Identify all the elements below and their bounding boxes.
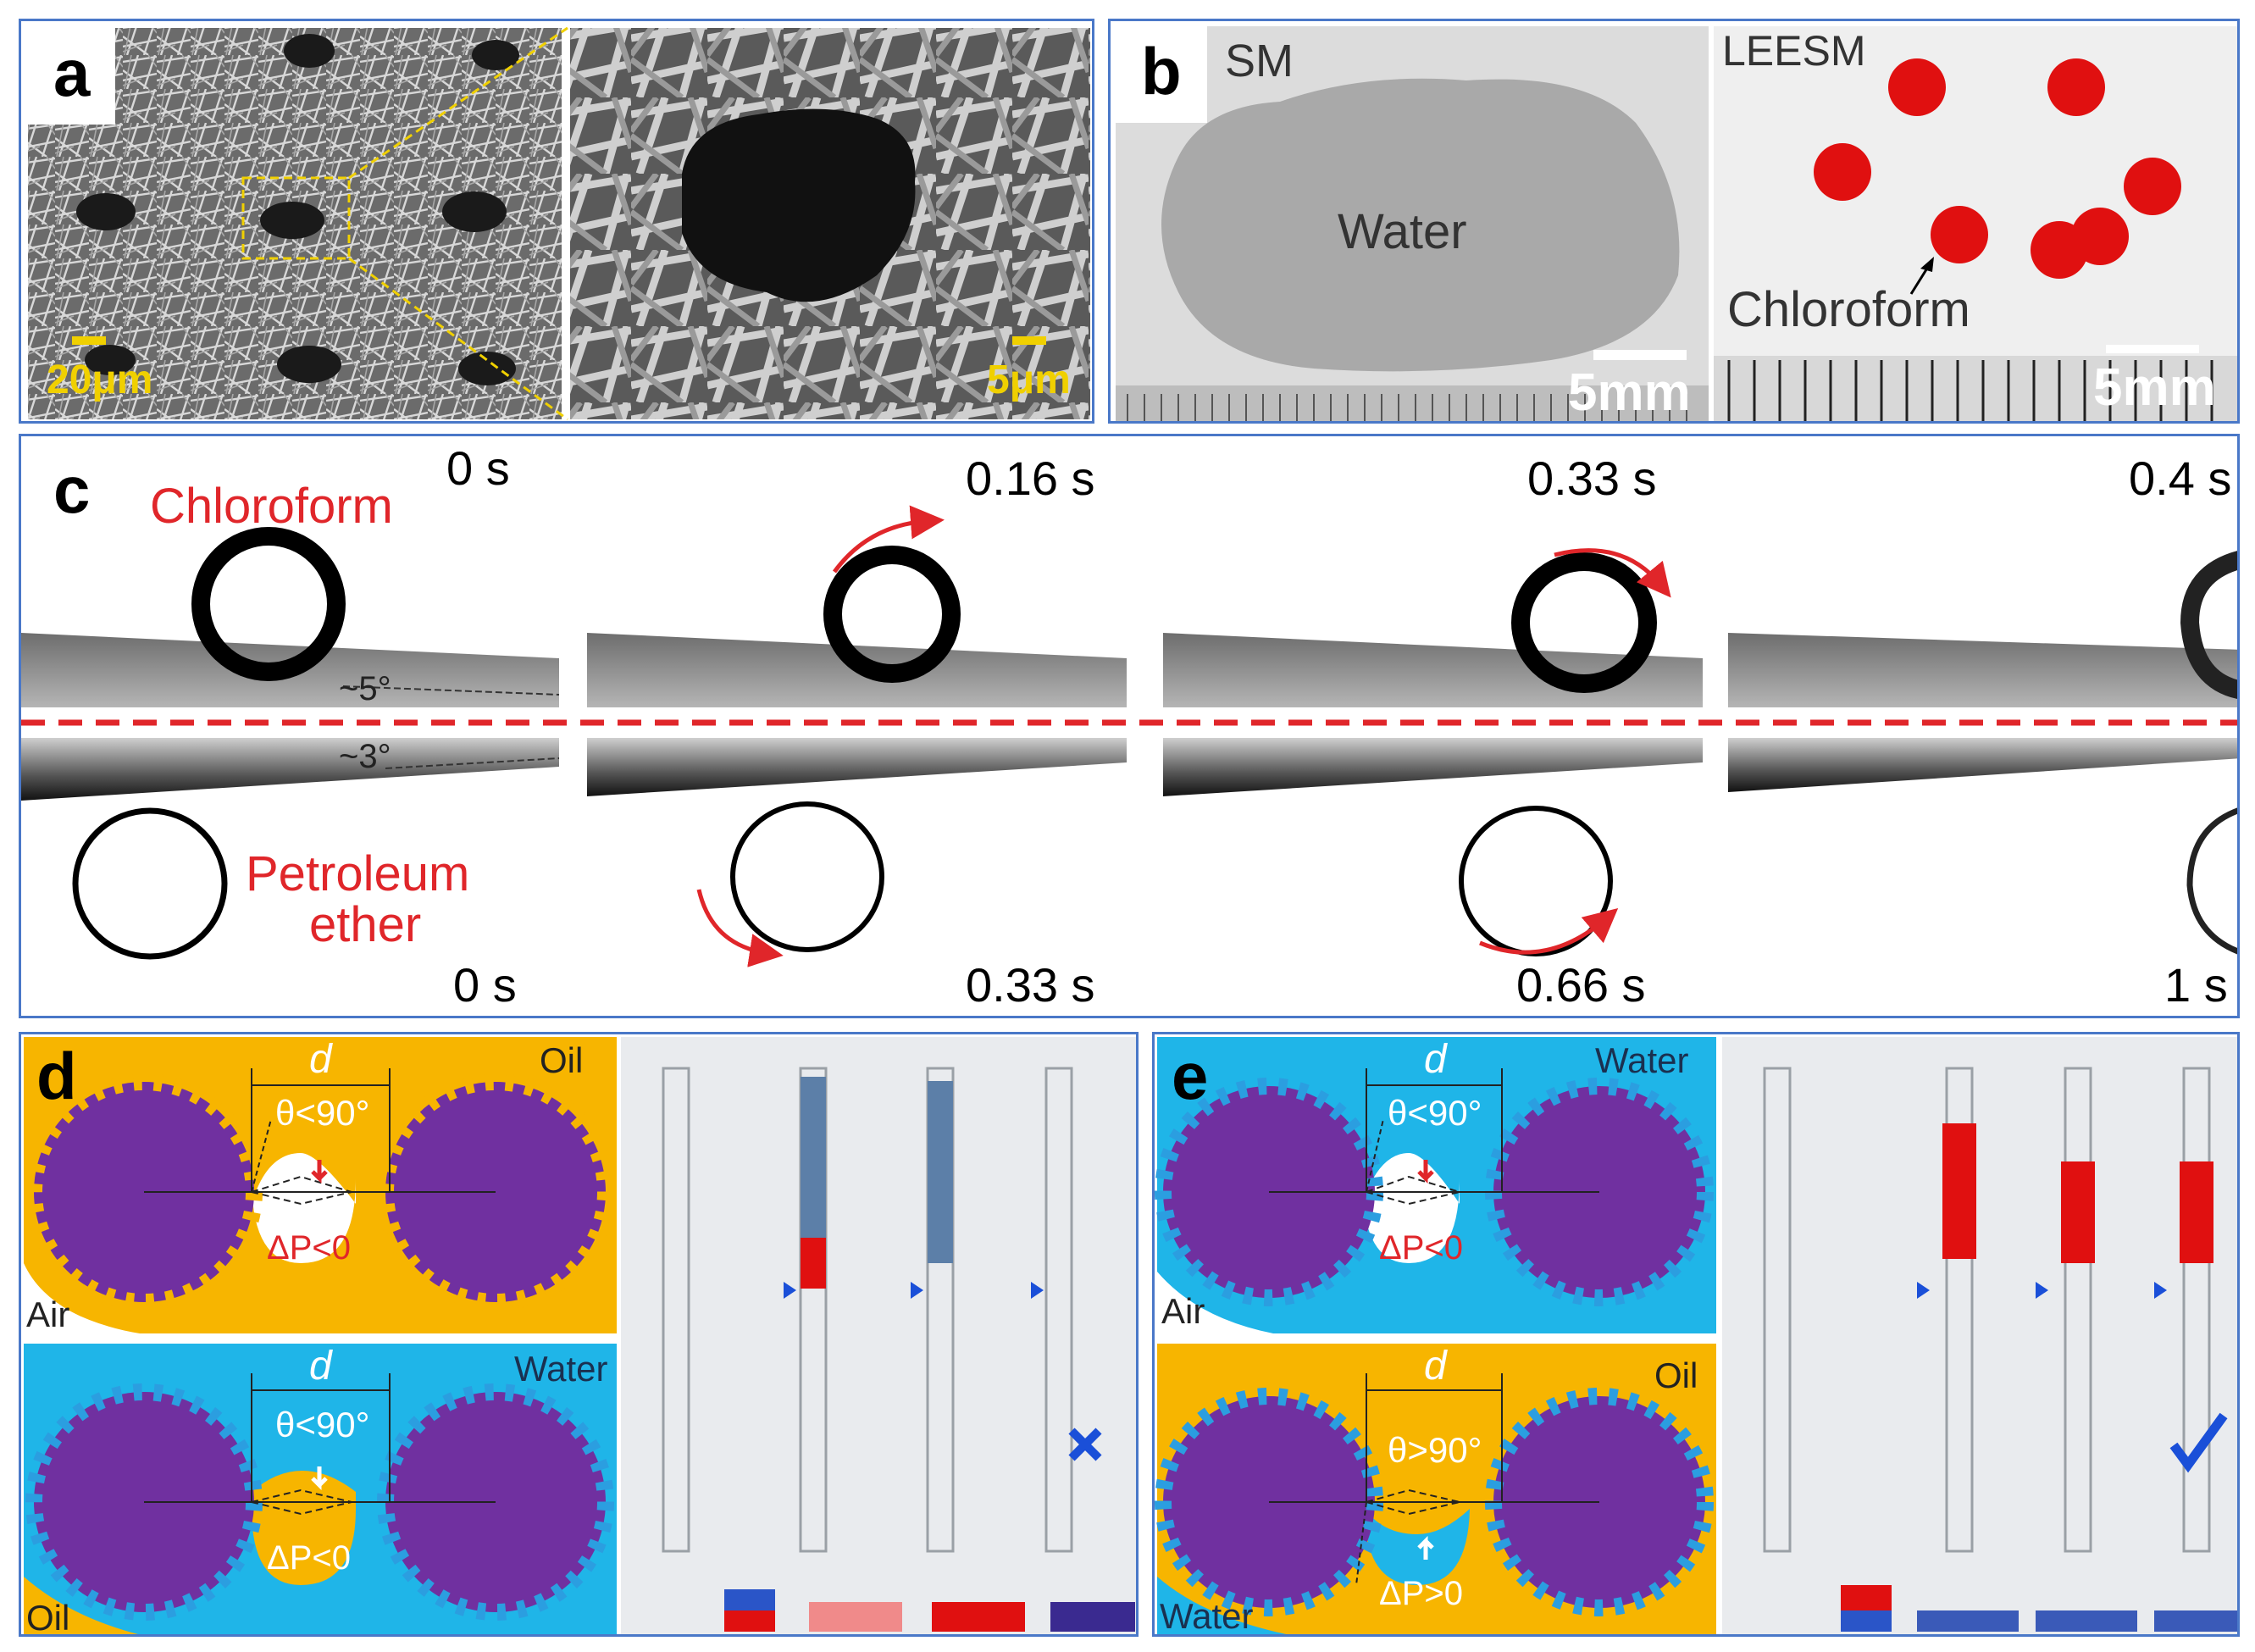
- e-top-medium: Water: [1595, 1040, 1689, 1080]
- droplet-sequence: [21, 505, 2237, 967]
- time-bottom-4: 1 s: [2164, 958, 2228, 1012]
- chloroform-label-c: Chloroform: [150, 479, 393, 534]
- d-top-d: d: [309, 1037, 332, 1082]
- d-top-dp: ΔP<0: [267, 1229, 352, 1267]
- e-bottom-theta: θ>90°: [1388, 1430, 1482, 1470]
- leesm-title: LEESM: [1722, 27, 1866, 75]
- chloroform-droplets: [1814, 58, 2181, 279]
- time-top-1: 0 s: [446, 441, 510, 495]
- chloroform-label-b: Chloroform: [1727, 282, 1970, 337]
- frame-1: [21, 527, 560, 960]
- panel-c: c Chloroform Petroleum ether ~5° ~3° 0 s…: [19, 434, 2240, 1018]
- panel-b-label: b: [1116, 26, 1207, 123]
- panel-e-schematics: [1155, 1037, 2237, 1634]
- d-bottom-corner: Oil: [26, 1598, 70, 1637]
- tube-photos-d: [621, 1037, 1136, 1634]
- e-top-corner: Air: [1161, 1291, 1205, 1331]
- sem-images: [28, 26, 1090, 421]
- e-top-dp: ΔP<0: [1379, 1229, 1464, 1267]
- e-bottom-corner: Water: [1160, 1596, 1254, 1636]
- ether-label: ether: [309, 897, 422, 952]
- e-bottom-d: d: [1424, 1344, 1447, 1389]
- d-bottom-d: d: [309, 1344, 332, 1389]
- time-top-2: 0.16 s: [966, 452, 1095, 505]
- e-top-theta: θ<90°: [1388, 1093, 1482, 1133]
- d-top-theta: θ<90°: [275, 1093, 370, 1133]
- ruler-left: [1127, 394, 1687, 421]
- panel-d: d d θ<90° ΔP<0 Oil Air d θ<90° ΔP<0 Wate…: [19, 1032, 1139, 1637]
- e-top-d: d: [1424, 1037, 1447, 1082]
- d-bottom-medium: Water: [514, 1349, 608, 1389]
- membrane-photos: [1116, 26, 2237, 421]
- panel-d-schematics: [24, 1037, 1136, 1634]
- panel-a-label: a: [28, 28, 116, 125]
- panel-a: a 20μm 5μm: [19, 19, 1094, 424]
- scale-label-20um: 20μm: [47, 358, 153, 402]
- scale-label-5mm-right: 5mm: [2093, 358, 2216, 417]
- water-label: Water: [1338, 204, 1467, 259]
- time-bottom-2: 0.33 s: [966, 958, 1095, 1012]
- time-top-3: 0.33 s: [1527, 452, 1657, 505]
- time-top-4: 0.4 s: [2129, 452, 2232, 505]
- angle-bottom-label: ~3°: [339, 738, 391, 775]
- frame-4: [1728, 551, 2237, 955]
- d-bottom-theta: θ<90°: [275, 1405, 370, 1444]
- time-bottom-1: 0 s: [453, 958, 517, 1012]
- d-top-medium: Oil: [540, 1040, 584, 1080]
- e-bottom-dp: ΔP>0: [1379, 1575, 1464, 1612]
- d-top-corner: Air: [26, 1294, 70, 1334]
- frame-2: [587, 505, 1127, 967]
- panel-d-label: d: [36, 1039, 77, 1113]
- time-bottom-3: 0.66 s: [1516, 958, 1646, 1012]
- d-bottom-dp: ΔP<0: [267, 1539, 352, 1577]
- sm-title: SM: [1225, 36, 1294, 86]
- panel-b: b SM LEESM Water Chloroform 5mm 5mm: [1108, 19, 2240, 424]
- scale-label-5um: 5μm: [987, 358, 1071, 402]
- e-bottom-medium: Oil: [1654, 1355, 1698, 1395]
- water-spread: [1161, 78, 1680, 372]
- petroleum-label: Petroleum: [246, 846, 470, 901]
- tube-photos-e: [1722, 1037, 2237, 1634]
- frame-3: [1163, 548, 1703, 956]
- panel-c-label: c: [53, 452, 91, 527]
- panel-e: e d θ<90° ΔP<0 Water Air d θ>90° ΔP>0 Oi…: [1152, 1032, 2240, 1637]
- panel-e-label: e: [1172, 1039, 1209, 1113]
- pores: [76, 34, 519, 385]
- angle-top-label: ~5°: [339, 670, 391, 707]
- scale-label-5mm-left: 5mm: [1568, 363, 1691, 422]
